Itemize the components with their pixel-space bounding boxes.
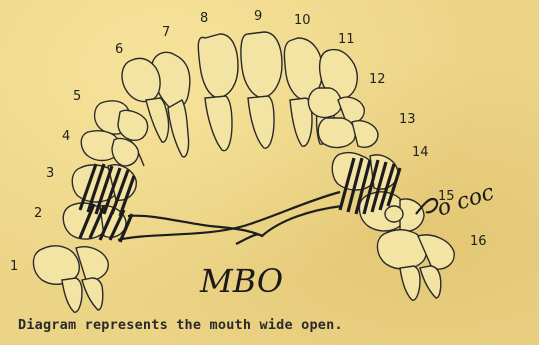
- tooth-number-7: 7: [162, 25, 170, 40]
- tooth-13: [318, 118, 378, 147]
- tooth-1: [33, 246, 108, 312]
- mbo-handwritten-label: MBO: [199, 262, 283, 300]
- tooth-number-12: 12: [369, 72, 386, 87]
- tooth-number-4: 4: [62, 129, 70, 144]
- tooth-number-13: 13: [399, 112, 416, 127]
- tooth-number-14: 14: [412, 145, 429, 160]
- tooth-number-9: 9: [254, 9, 262, 24]
- tooth-number-1: 1: [10, 259, 18, 274]
- tooth-number-10: 10: [294, 13, 311, 28]
- tooth-number-3: 3: [46, 166, 54, 181]
- right-handwritten-note: o coc: [434, 180, 497, 222]
- tooth-9: [241, 32, 282, 148]
- tooth-number-11: 11: [338, 32, 355, 47]
- tooth-number-8: 8: [200, 11, 208, 26]
- tooth-16: [377, 230, 454, 300]
- diagram-caption: Diagram represents the mouth wide open.: [18, 317, 343, 333]
- tooth-number-5: 5: [73, 89, 81, 104]
- tooth-number-2: 2: [34, 206, 42, 221]
- tooth-number-16: 16: [470, 234, 487, 249]
- tooth-number-6: 6: [115, 42, 123, 57]
- tooth-8: [198, 34, 238, 151]
- tooth-2: [63, 203, 126, 239]
